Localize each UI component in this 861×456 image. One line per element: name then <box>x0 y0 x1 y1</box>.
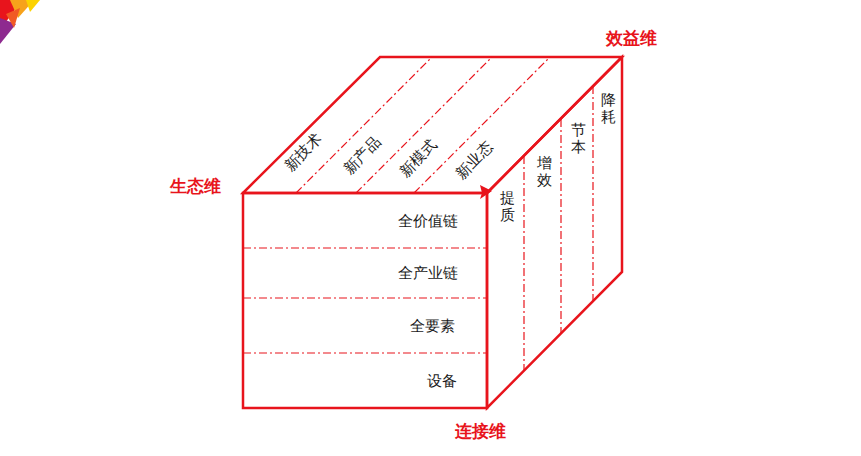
axis-label: 连接维 <box>455 420 506 443</box>
connection-band: 全要素 <box>410 317 455 336</box>
ecology-band: 新模式 <box>396 136 441 181</box>
arrow-head <box>480 185 492 199</box>
ecology-band: 新产品 <box>340 133 385 178</box>
benefit-band: 节本 <box>571 122 586 155</box>
connection-band: 全产业链 <box>398 264 458 283</box>
connection-band: 设备 <box>427 372 457 391</box>
connection-band: 全价值链 <box>398 212 458 231</box>
benefit-band: 提质 <box>500 190 515 223</box>
band-text: 全产业链 <box>398 264 458 283</box>
axis-label: 效益维 <box>606 27 657 50</box>
band-text: 新产品 <box>340 133 385 178</box>
band-text: 降耗 <box>601 92 616 125</box>
benefit-band: 降耗 <box>601 92 616 125</box>
corner-decoration <box>0 0 40 44</box>
band-text: 设备 <box>427 372 457 391</box>
band-text: 新模式 <box>396 136 441 181</box>
benefit-band: 增效 <box>537 155 552 188</box>
ecology-band: 新技术 <box>281 130 326 175</box>
band-text: 增效 <box>537 155 552 188</box>
ecology-band: 新业态 <box>452 138 497 183</box>
band-text: 全要素 <box>410 317 455 336</box>
axis-label: 生态维 <box>170 175 221 198</box>
band-text: 新业态 <box>452 138 497 183</box>
band-text: 提质 <box>500 190 515 223</box>
band-text: 节本 <box>571 122 586 155</box>
band-text: 全价值链 <box>398 212 458 231</box>
band-text: 新技术 <box>281 130 326 175</box>
